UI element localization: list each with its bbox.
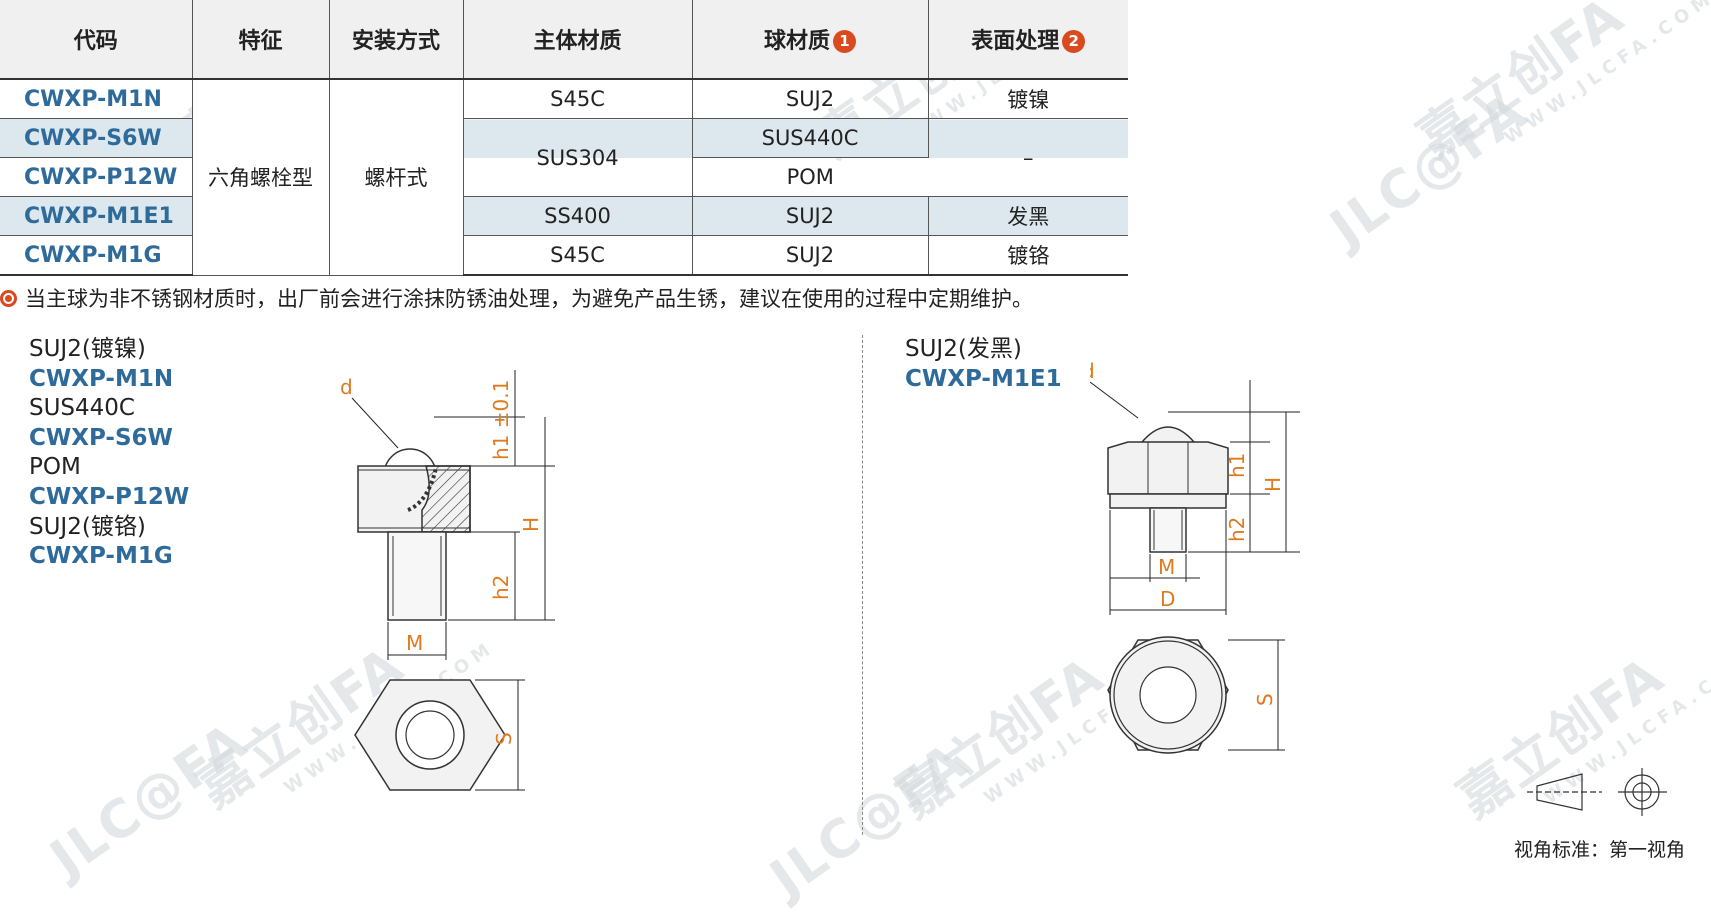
code-cell: CWXP-M1G bbox=[0, 235, 193, 276]
dim-H-label: H bbox=[1261, 477, 1285, 492]
material-code: CWXP-M1G bbox=[29, 543, 173, 570]
header-body-material: 主体材质 bbox=[463, 0, 693, 80]
dim-d-label: d bbox=[1090, 360, 1095, 383]
feature-cell: 六角螺栓型 bbox=[192, 79, 330, 276]
table-row: CWXP-P12W POM bbox=[0, 157, 1128, 197]
material-label: SUJ2(发黑) bbox=[905, 336, 1022, 362]
table-row: CWXP-M1G S45C SUJ2 镀铬 bbox=[0, 235, 1128, 276]
side-view bbox=[357, 448, 471, 621]
body-material-cell: SS400 bbox=[463, 196, 693, 236]
dim-h2-label: h2 bbox=[1225, 517, 1249, 542]
note-text: 当主球为非不锈钢材质时，出厂前会进行涂抹防锈油处理，为避免产品生锈，建议在使用的… bbox=[25, 287, 1033, 311]
ball-material-cell: SUJ2 bbox=[692, 235, 929, 276]
code-cell: CWXP-P12W bbox=[0, 157, 193, 197]
code-cell: CWXP-S6W bbox=[0, 118, 193, 158]
dim-h1-label: h1 bbox=[1225, 453, 1249, 478]
material-code: CWXP-S6W bbox=[29, 424, 173, 451]
ball-material-cell: SUS440C bbox=[692, 118, 929, 158]
header-mount: 安装方式 bbox=[329, 0, 464, 80]
footnote-badge-1: 1 bbox=[833, 30, 856, 53]
right-technical-drawing: d h1 h2 H M D S bbox=[1090, 360, 1300, 754]
code-cell: CWXP-M1N bbox=[0, 79, 193, 119]
maintenance-note: 当主球为非不锈钢材质时，出厂前会进行涂抹防锈油处理，为避免产品生锈，建议在使用的… bbox=[0, 283, 1033, 313]
material-code: CWXP-M1N bbox=[29, 365, 174, 392]
section-divider bbox=[862, 335, 863, 835]
left-material-list: SUJ2(镀镍) CWXP-M1N SUS440C CWXP-S6W POM C… bbox=[29, 335, 189, 572]
table-row: CWXP-M1E1 SS400 SUJ2 发黑 bbox=[0, 196, 1128, 236]
ball-material-cell: SUJ2 bbox=[692, 79, 929, 119]
table-row: CWXP-S6W SUS304 SUS440C – bbox=[0, 118, 1128, 197]
material-label: SUJ2(镀铬) bbox=[29, 513, 146, 540]
first-angle-projection-icon bbox=[1527, 768, 1667, 816]
surface-cell: 镀铬 bbox=[928, 235, 1128, 276]
view-standard-label: 视角标准：第一视角 bbox=[1514, 839, 1686, 861]
dimension-lines bbox=[351, 370, 555, 791]
material-label: POM bbox=[29, 454, 81, 481]
footnote-badge-2: 2 bbox=[1062, 30, 1086, 53]
dim-S-label: S bbox=[492, 732, 516, 745]
material-label: SUJ2(镀镍) bbox=[29, 336, 146, 362]
surface-cell: 镀镍 bbox=[928, 79, 1128, 119]
material-code: CWXP-M1E1 bbox=[905, 365, 1062, 392]
body-material-cell: SUS304 bbox=[463, 118, 693, 197]
target-icon bbox=[0, 289, 17, 307]
dim-h2-label: h2 bbox=[489, 575, 513, 600]
code-cell: CWXP-M1E1 bbox=[0, 196, 193, 236]
dim-d-label: d bbox=[340, 375, 353, 399]
material-code: CWXP-P12W bbox=[29, 483, 190, 510]
dim-M-label: M bbox=[406, 631, 423, 655]
surface-cell: – bbox=[928, 118, 1128, 197]
body-material-cell: S45C bbox=[463, 235, 693, 276]
material-label: SUS440C bbox=[29, 395, 135, 422]
side-view bbox=[1107, 426, 1229, 553]
ball-material-cell: POM bbox=[692, 157, 928, 197]
surface-cell: 发黑 bbox=[928, 196, 1128, 236]
body-material-cell: S45C bbox=[463, 79, 693, 119]
dimension-lines bbox=[1090, 380, 1300, 754]
header-code: 代码 bbox=[0, 0, 193, 80]
dim-h1-label: h1 ±0.1 bbox=[489, 380, 513, 460]
left-technical-drawing: d h1 ±0.1 h2 H M S bbox=[340, 370, 555, 791]
dim-M-label: M bbox=[1158, 555, 1175, 579]
right-material-list: SUJ2(发黑) CWXP-M1E1 bbox=[905, 335, 1062, 394]
dim-H-label: H bbox=[519, 517, 543, 532]
mount-cell: 螺杆式 bbox=[329, 79, 464, 276]
dim-D-label: D bbox=[1160, 587, 1175, 611]
ball-material-cell: SUJ2 bbox=[692, 196, 929, 236]
dim-S-label: S bbox=[1253, 693, 1277, 706]
header-feature: 特征 bbox=[192, 0, 330, 80]
table-row: CWXP-M1N 六角螺栓型 螺杆式 S45C SUJ2 镀镍 bbox=[0, 79, 1128, 276]
